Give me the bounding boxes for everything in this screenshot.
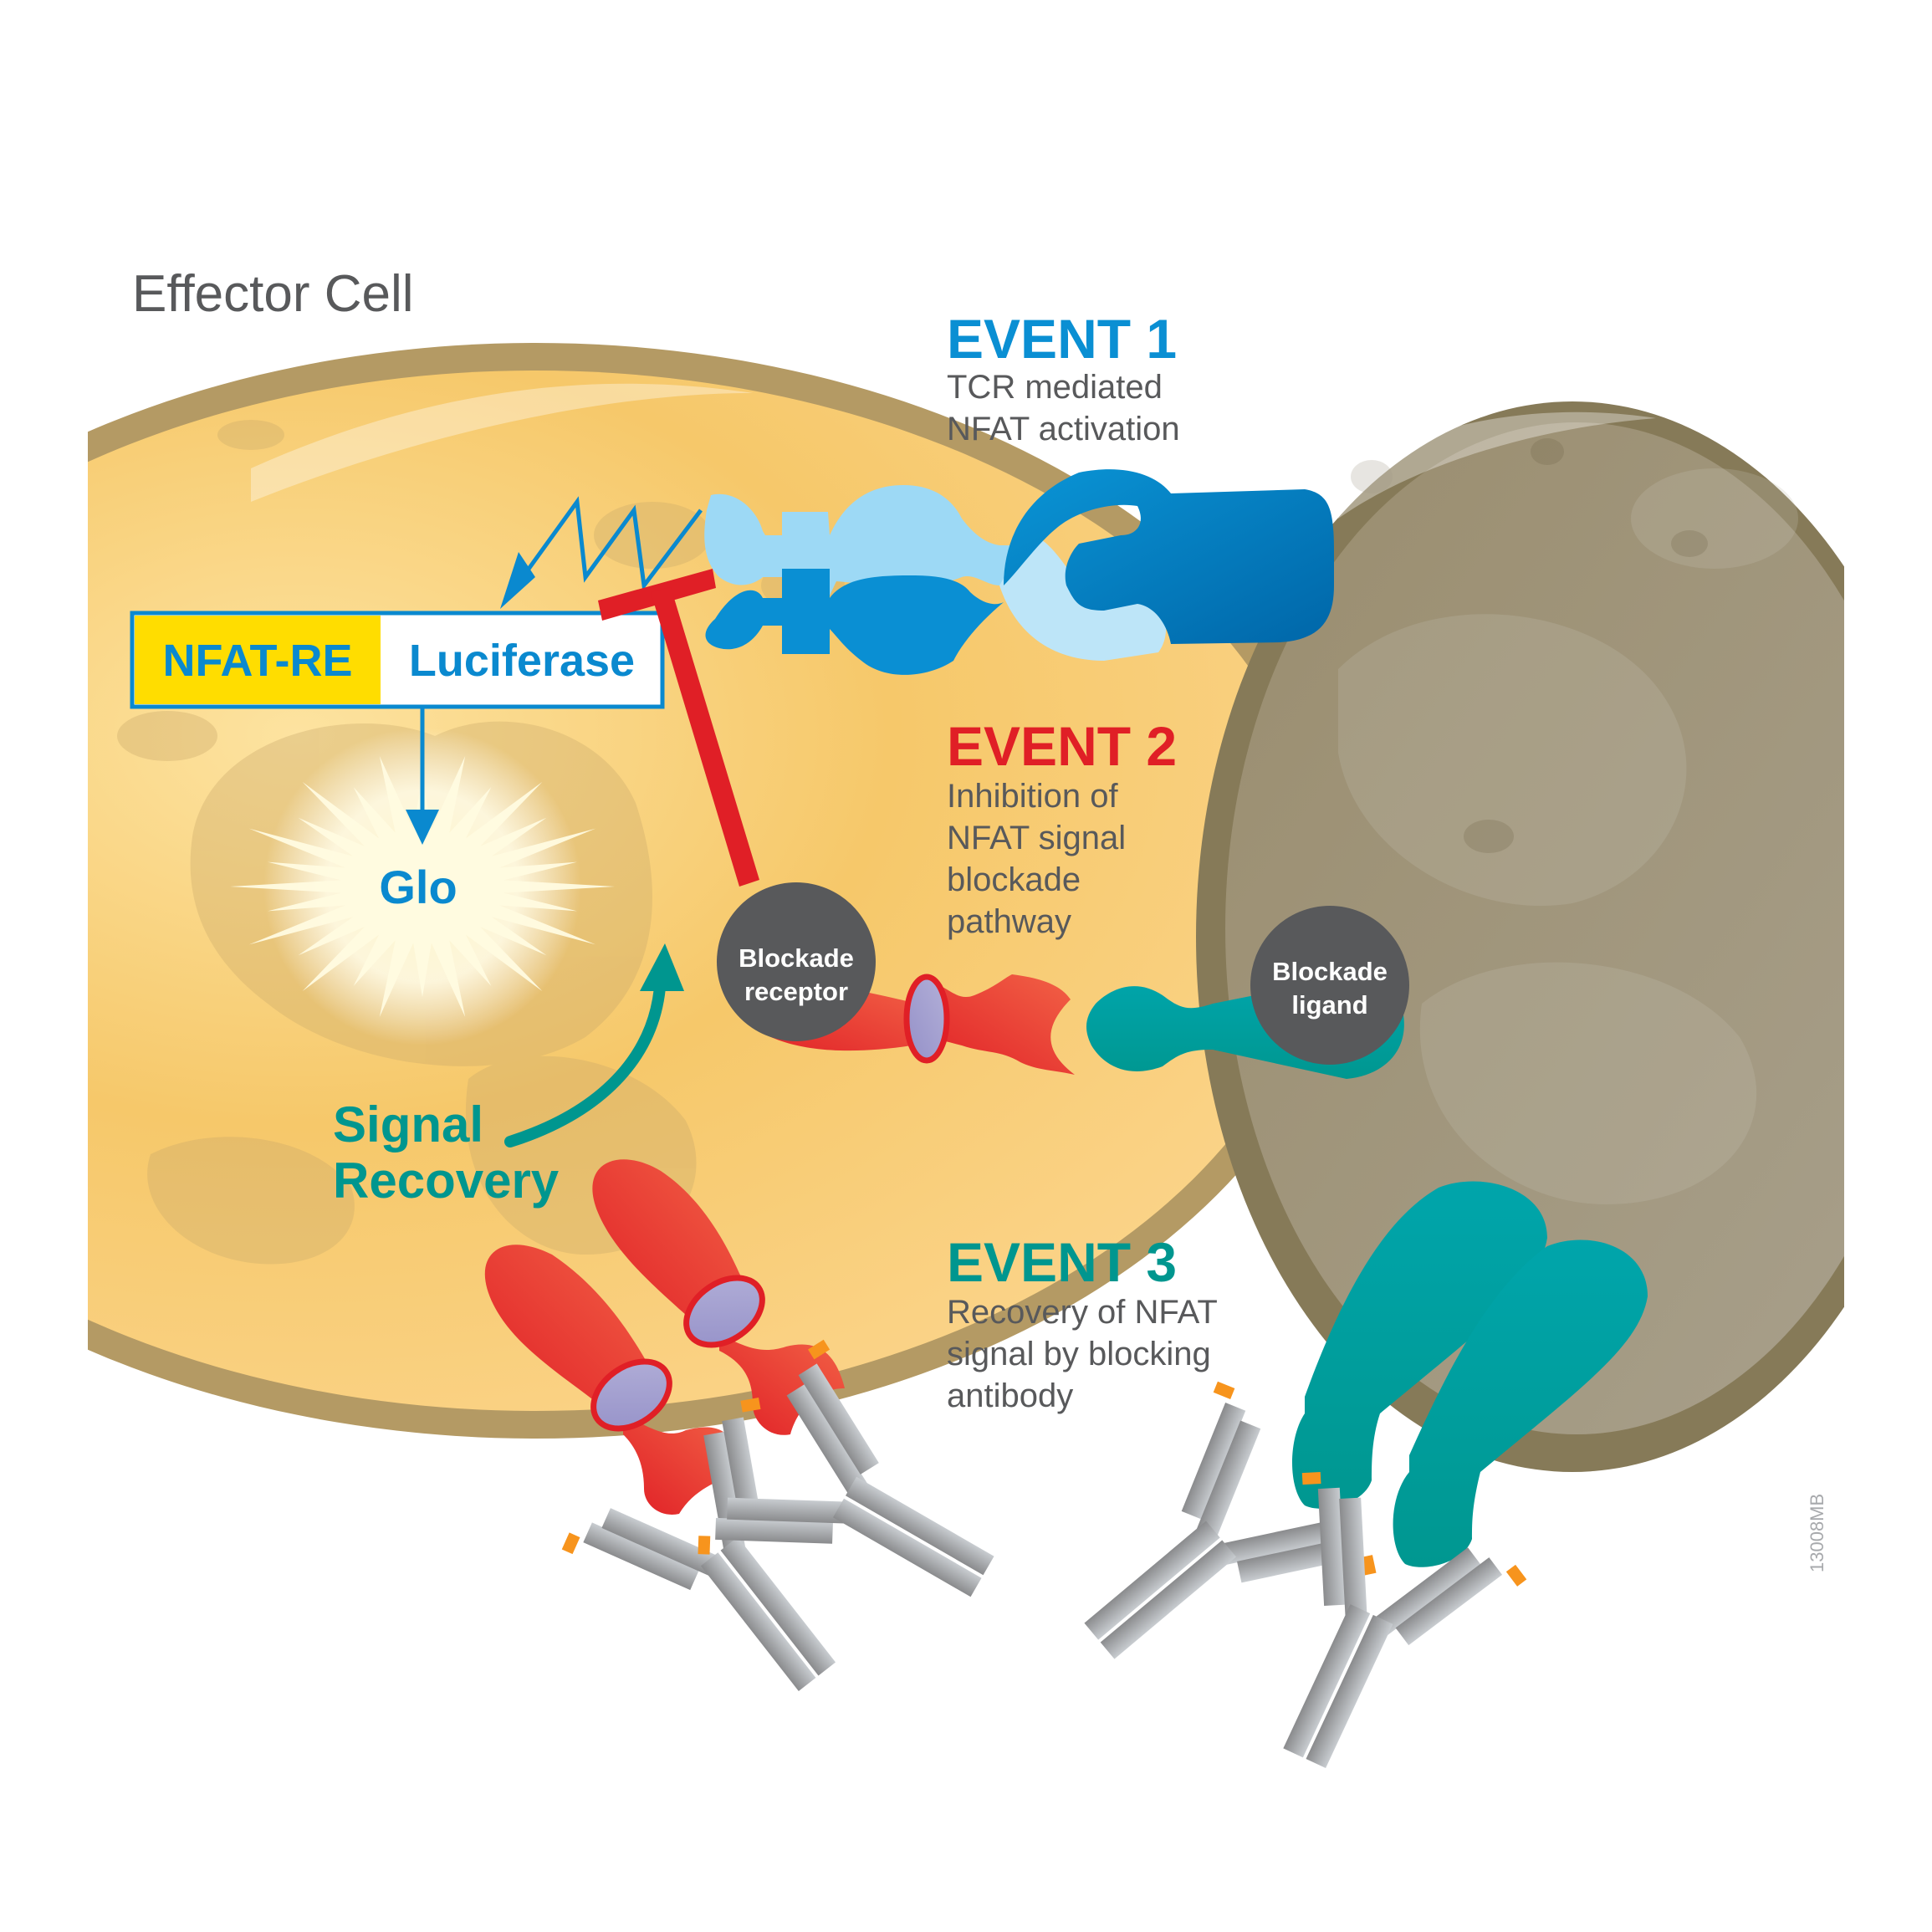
event-2-line-2: NFAT signal [947, 820, 1126, 856]
luciferase-label: Luciferase [409, 636, 635, 686]
target-cell-texture [1338, 468, 1798, 1204]
event-1-label: EVENT 1 TCR mediated NFAT activation [947, 308, 1180, 447]
event-3-line-2: signal by blocking [947, 1336, 1211, 1372]
arrowhead-down-icon [406, 810, 439, 845]
event-2-line-1: Inhibition of [947, 778, 1118, 815]
glo-starburst-icon [230, 756, 615, 1017]
tcr-alpha-chain [704, 485, 1029, 595]
signal-recovery-line-1: Signal [333, 1096, 483, 1153]
blockade-receptor-label-1: Blockade [739, 943, 854, 973]
signal-recovery-arrow [504, 943, 684, 1147]
blockade-receptor-circle [717, 882, 876, 1041]
inhibition-symbol [598, 569, 759, 887]
blockade-ligand-label-2: ligand [1291, 990, 1367, 1020]
inhibition-stem [651, 587, 759, 887]
event-3-heading: EVENT 3 [947, 1231, 1177, 1293]
target-cell-spots [1351, 438, 1708, 853]
event-3-label: EVENT 3 Recovery of NFAT signal by block… [947, 1231, 1218, 1414]
arrowhead-up-icon [640, 943, 684, 991]
nfat-re-segment [135, 616, 381, 704]
cell-highlight [251, 383, 753, 502]
glo-burst: Glo [230, 728, 615, 1045]
transmembrane-domain [590, 1358, 672, 1432]
event-2-line-4: pathway [947, 903, 1071, 940]
teal-ligand-2 [1393, 1239, 1648, 1567]
figure-code: 13008MB [1807, 1494, 1827, 1572]
blocked-receptor-2 [592, 1159, 845, 1435]
mhc-antigen-complex [1004, 469, 1334, 644]
reporter-construct: NFAT-RE Luciferase [130, 611, 665, 709]
target-cell-highlight [1321, 411, 1656, 519]
blockade-ligand-label-1: Blockade [1272, 957, 1388, 986]
teal-ligand-1 [1292, 1181, 1547, 1509]
nfat-re-label: NFAT-RE [163, 636, 353, 686]
blocking-antibody-2 [698, 1339, 1034, 1665]
tcr-beta-chain [705, 569, 1004, 675]
target-cell-cytoplasm [1225, 422, 1844, 1434]
luciferase-to-glo-arrow [406, 707, 439, 845]
figure-title: Effector Cell [132, 265, 414, 323]
tcr-signal-arrow [500, 496, 703, 609]
event-3-line-3: antibody [947, 1377, 1073, 1414]
blocking-antibody-4 [1212, 1471, 1527, 1802]
signal-recovery-line-2: Recovery [333, 1153, 560, 1209]
event-1-line-1: TCR mediated [947, 369, 1163, 406]
blocking-antibody-3 [1034, 1381, 1377, 1720]
event-1-line-2: NFAT activation [947, 411, 1180, 447]
target-cell [1196, 401, 1844, 1472]
tcr-complex [704, 469, 1334, 675]
blocking-antibody-1 [561, 1398, 897, 1740]
event-1-heading: EVENT 1 [947, 308, 1177, 370]
blockade-ligand-circle [1250, 906, 1409, 1065]
transmembrane-domain [903, 974, 950, 1064]
glo-label: Glo [379, 861, 457, 913]
arrowhead-icon [500, 552, 535, 609]
blockade-receptor-label-2: receptor [744, 977, 848, 1006]
event-3-line-1: Recovery of NFAT [947, 1294, 1218, 1331]
event-2-heading: EVENT 2 [947, 715, 1177, 777]
event-2-label: EVENT 2 Inhibition of NFAT signal blocka… [947, 715, 1177, 940]
event-2-line-3: blockade [947, 861, 1081, 898]
transmembrane-domain [683, 1275, 765, 1348]
